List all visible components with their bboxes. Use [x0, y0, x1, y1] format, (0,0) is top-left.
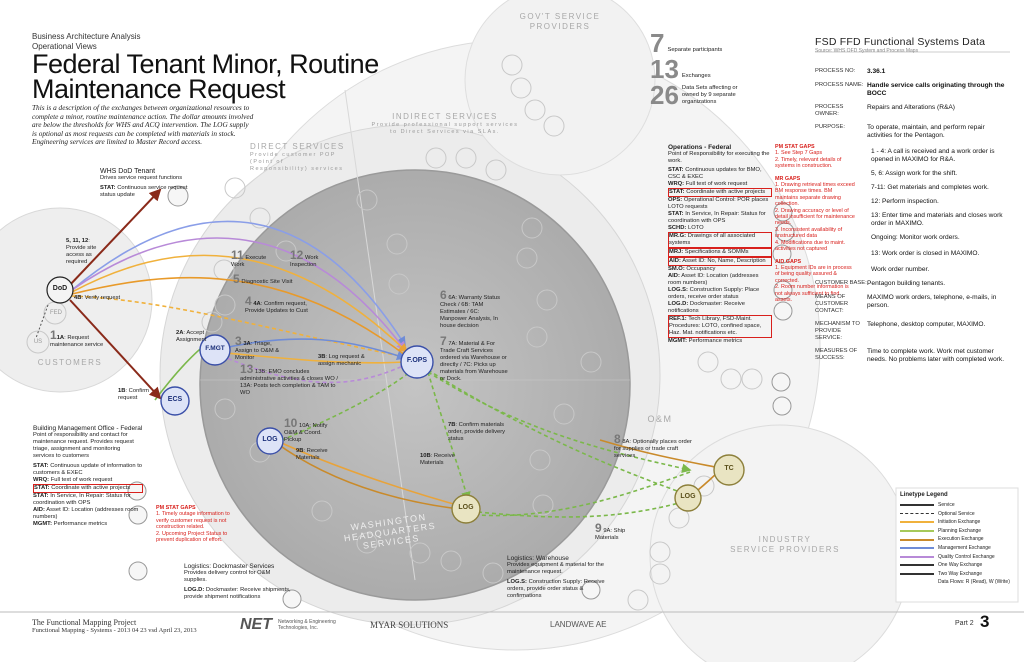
page-title-line1: Federal Tenant Minor, Routine: [32, 49, 379, 79]
fsd-rows: PROCESS NO:3.36.1 PROCESS NAME:Handle se…: [815, 68, 1005, 363]
warehouse-box: Logistics: Warehouse Provides equipment …: [507, 555, 605, 599]
log-industry-node-label[interactable]: LOG: [680, 493, 696, 500]
node-tc: [713, 454, 745, 486]
customers-zone-label: CUSTOMERS: [37, 358, 103, 367]
header-line2: Operational Views: [32, 42, 97, 51]
net-logo-mark: NET: [240, 616, 272, 633]
legend-swatch: [900, 513, 934, 515]
legend-swatch: [900, 521, 934, 524]
zone-washington-headquarters: [199, 169, 631, 601]
exchange-9: 9 9A: Ship Materials: [595, 521, 626, 541]
footer-part: Part 2: [955, 620, 974, 627]
logo-landwave: LANDWAVE AE: [550, 620, 607, 629]
exchange-10b: 10B: Receive Materials: [420, 453, 455, 466]
zone-customers: [0, 207, 153, 393]
fops-node-label[interactable]: F.OPS: [406, 357, 428, 364]
page-title-line2: Maintenance Request: [32, 74, 286, 104]
exchange-6: 6 6A: Warranty Status Check / 6B: TAM Es…: [440, 288, 500, 329]
exchange-3b: 3B: Log request & assign mechanic: [318, 354, 365, 367]
legend-item: Management Exchange: [900, 544, 1015, 553]
node-log-industry: [674, 484, 702, 512]
legend-item: Quality Control Exchange: [900, 553, 1015, 562]
exchange-13: 13 13B: EMO concludes administrative act…: [240, 362, 338, 396]
logo-networking: NET Networking & Engineering Technologie…: [240, 616, 336, 633]
legend-swatch: [900, 538, 934, 541]
exchange-10: 10 10A: Notify O&M & Coord. Pickup: [284, 416, 328, 443]
exchange-8: 8 8A: Optionally places order for suppli…: [614, 432, 692, 459]
fsd-panel: FSD FFD Functional Systems Data Source: …: [815, 36, 986, 54]
legend-swatch: [900, 573, 934, 576]
node-fops: [400, 345, 434, 379]
description: This is a description of the exchanges b…: [32, 103, 254, 147]
exchange-1a: 11A: Request maintenance service: [50, 328, 104, 348]
node-log-warehouse: [451, 494, 481, 524]
zone-gov-service-providers: [464, 0, 656, 176]
legend-item: Optional Service: [900, 510, 1015, 519]
whs-dod-tenant-box: WHS DoD Tenant Drives service request fu…: [100, 168, 188, 198]
node-fmgt: [199, 334, 231, 366]
node-dod: [46, 276, 74, 304]
exchange-5: 5 Diagnostic Site Visit: [233, 272, 293, 286]
legend-item: Execution Exchange: [900, 535, 1015, 544]
fed-node-label: FED: [50, 310, 62, 316]
exchange-3a: 3 3A: Triage, Assign to O&M & Monitor: [235, 334, 280, 361]
legend-swatch: [900, 530, 934, 533]
legend-swatch: [900, 555, 934, 558]
exchange-9b: 9B: Receive Materials: [296, 448, 328, 461]
pm-stat-gaps-2: PM STAT GAPS 1. Timely outage informatio…: [156, 505, 230, 544]
exchange-2a: 2A: Accept Assignment: [176, 330, 207, 343]
log-warehouse-node-label[interactable]: LOG: [458, 504, 474, 511]
exchange-4a: 4 4A: Confirm request, Provide Updates t…: [245, 294, 308, 314]
header-line1: Business Architecture Analysis: [32, 32, 141, 41]
log-node-label[interactable]: LOG: [262, 436, 278, 443]
page-number: 3: [980, 612, 990, 631]
legend-swatch: [900, 564, 934, 567]
legend-swatch: [900, 547, 934, 550]
logo-myar: MYAR SOLUTIONS: [370, 620, 449, 630]
operations-federal-box: Operations - Federal Point of Responsibi…: [668, 144, 772, 345]
legend-item: Two Way Exchange: [900, 570, 1015, 579]
exchange-4b: 4B: Verify request: [74, 295, 121, 301]
fmgt-node-label[interactable]: F.MGT: [205, 345, 225, 352]
exchange-7: 7 7A: Material & For Trade Craft Service…: [440, 334, 508, 382]
legend-item: Data Flows: R (Read), W (Write): [938, 579, 1010, 586]
legend-item: One Way Exchange: [900, 561, 1015, 570]
ecs-node-label[interactable]: ECS: [167, 396, 183, 403]
exchange-7b: 7B: Confirm materials order, provide del…: [448, 422, 506, 442]
node-ecs: [160, 386, 190, 416]
tc-node-label[interactable]: TC: [724, 465, 734, 472]
dockmaster-box: Logistics: Dockmaster Services Provides …: [184, 563, 291, 600]
legend-item: Service: [900, 501, 1015, 510]
oam-zone-label: O&M: [647, 414, 673, 424]
dod-node-label[interactable]: DoD: [52, 285, 68, 292]
bmo-box: Building Management Office - Federal Poi…: [33, 425, 143, 527]
direct-zone-label: DIRECT SERVICES Provide customer POP (Po…: [250, 142, 345, 172]
legend-swatch: [900, 504, 934, 507]
exchange-5-11-12: 5, 11, 12: Provide site access as requir…: [66, 238, 97, 265]
exchange-11: 11 Execute Work: [231, 248, 267, 268]
indirect-zone-label: INDIRECT SERVICES Provide professional s…: [371, 112, 519, 135]
legend-item: Planning Exchange: [900, 527, 1015, 536]
exchange-12: 12 Work Inspection: [290, 248, 319, 268]
node-log: [256, 427, 284, 455]
legend-item: Initiation Exchange: [900, 518, 1015, 527]
us-node-label: US: [33, 339, 43, 345]
footer-project: The Functional Mapping Project Functiona…: [32, 618, 197, 634]
exchange-1b: 1B: Confirm request: [118, 388, 149, 401]
